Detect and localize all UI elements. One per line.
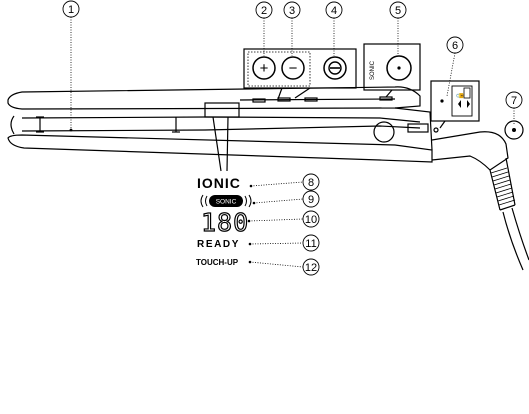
display-callout: IONIC SONIC 180 READY TOUCH-UP	[196, 116, 304, 268]
cord-swivel	[431, 131, 509, 171]
leader-dot-1	[69, 128, 73, 132]
callout-5-circle	[389, 1, 407, 19]
display-touch-up: TOUCH-UP	[196, 258, 239, 267]
callout-12-label: 12	[305, 262, 317, 274]
display-ionic: IONIC	[197, 175, 241, 191]
lock-switch-callout: 🔒	[430, 80, 480, 129]
button-group-dotted	[247, 51, 311, 87]
button-panel-pointer-right	[294, 87, 311, 99]
display-callout-leaders	[248, 181, 304, 268]
callout-7-label: 7	[511, 95, 517, 107]
lower-plate	[21, 129, 206, 132]
display-indicator-dots	[247, 184, 256, 264]
button-panel-frame	[243, 48, 357, 89]
sonic-wave-left-icon	[200, 194, 208, 208]
sonic-vertical-label: SONIC	[370, 60, 376, 80]
lock-arrow-right-icon	[467, 100, 470, 108]
lock-slider-knob	[463, 87, 471, 99]
cord-wire	[502, 207, 529, 271]
lock-icon: 🔒	[456, 92, 464, 101]
display-sonic-indicator: SONIC	[200, 194, 252, 208]
display-ready: READY	[197, 239, 240, 250]
callout-leaders	[70, 17, 515, 130]
minus-button-symbol: −	[289, 60, 298, 77]
callout-3-circle	[283, 1, 301, 19]
callout-6-label: 6	[452, 40, 458, 52]
lower-arm	[7, 134, 433, 163]
button-power-slot	[304, 97, 318, 102]
callout-7-circle	[505, 91, 523, 109]
button-panel-pointer-left	[277, 87, 283, 100]
callout-2-label: 2	[261, 5, 267, 17]
display-sonic: SONIC	[216, 199, 237, 206]
button-plus-slot	[252, 98, 266, 103]
arm-gap	[204, 116, 421, 123]
hinge-housing	[394, 107, 433, 151]
power-cord	[431, 131, 529, 271]
plate-tip	[10, 115, 15, 135]
lock-panel-frame	[430, 80, 480, 122]
lock-slider-dot	[440, 99, 444, 103]
hinge-lock-knob	[373, 121, 395, 143]
display-temperature: 180	[201, 208, 249, 237]
callout-11-circle	[302, 234, 320, 252]
display-pointer-left	[212, 116, 222, 172]
straightener-body	[7, 86, 439, 163]
callout-11-label: 11	[305, 238, 316, 250]
callout-5-label: 5	[395, 5, 401, 17]
callout-1-label: 1	[68, 4, 74, 16]
callout-9-label: 9	[308, 194, 314, 206]
callout-9-circle	[302, 190, 320, 208]
plus-button-symbol: +	[260, 60, 269, 77]
cord-ribs	[490, 167, 516, 206]
callout-12-circle	[302, 258, 320, 276]
lock-switch	[407, 123, 429, 133]
sonic-wave-right-icon	[244, 194, 252, 208]
power-icon	[328, 61, 342, 75]
lock-panel-pointer	[439, 120, 446, 129]
button-panel-callout: + −	[243, 48, 357, 100]
hanging-loop-center	[512, 128, 516, 132]
lock-switch-pin	[433, 127, 439, 133]
button-minus-slot	[277, 97, 291, 102]
callout-labels: 1 2 3 4 5 6 7 8 9 10 11 12	[68, 4, 517, 274]
upper-plate	[21, 116, 206, 119]
lock-slider-track	[451, 85, 473, 117]
callout-10-circle	[302, 210, 320, 228]
cord-strain-relief	[489, 157, 516, 211]
minus-button[interactable]	[281, 56, 305, 80]
callout-8-label: 8	[308, 177, 314, 189]
callout-2-circle	[255, 1, 273, 19]
sonic-badge	[209, 195, 243, 207]
display-window	[204, 102, 240, 118]
plus-button[interactable]	[252, 56, 276, 80]
callout-8-circle	[302, 173, 320, 191]
sonic-button-dot	[397, 66, 401, 70]
display-pointer-right	[226, 116, 229, 172]
sonic-button-callout: SONIC	[363, 43, 421, 98]
sonic-panel-pointer	[385, 89, 393, 98]
arm-gap-lower	[204, 125, 421, 131]
callout-4-circle	[325, 1, 343, 19]
callout-1-circle	[62, 0, 80, 18]
callout-4-label: 4	[331, 5, 337, 17]
callout-10-label: 10	[305, 214, 317, 226]
callout-6-circle	[446, 36, 464, 54]
callout-numbers	[62, 0, 523, 276]
lock-arrow-left-icon	[458, 100, 461, 108]
upper-arm	[7, 86, 421, 110]
callout-3-label: 3	[289, 5, 295, 17]
